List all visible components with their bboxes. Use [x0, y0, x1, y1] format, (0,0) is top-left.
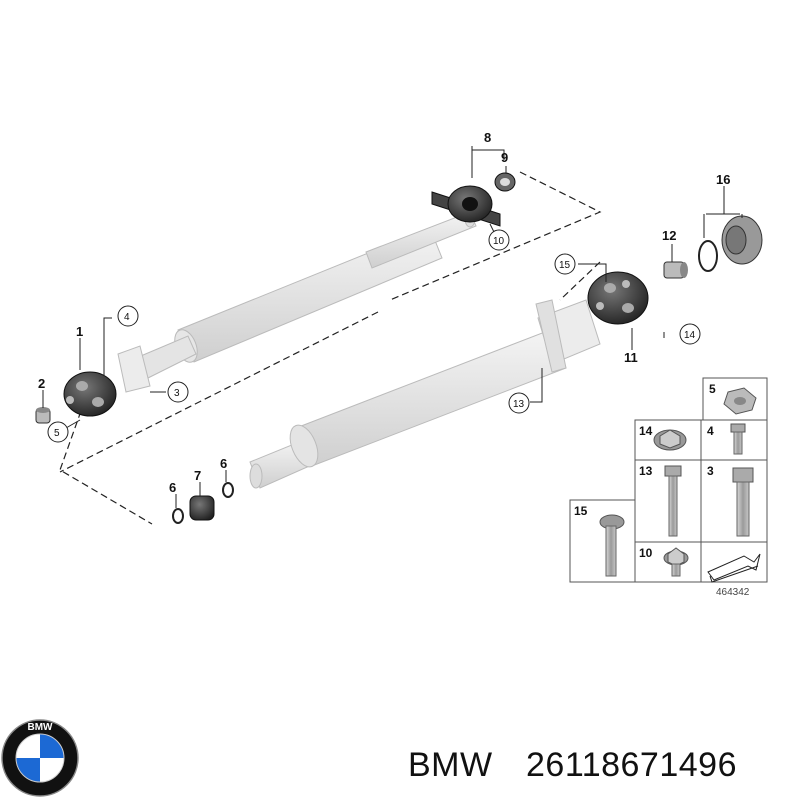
table-label-4: 4: [707, 424, 714, 438]
callout-8: 8: [484, 130, 491, 145]
dashed-assembly-lines: [59, 171, 602, 525]
table-label-14: 14: [639, 424, 653, 438]
flex-disc-rear: [587, 271, 649, 325]
short-bolt-icon: [730, 423, 746, 433]
long-bolt-icon: [664, 465, 682, 477]
callout-16: 16: [716, 172, 730, 187]
callout-9: 9: [501, 150, 508, 165]
callout-10-circle: [488, 229, 510, 251]
sealing-sleeve: [172, 482, 234, 524]
callout-1: 1: [76, 324, 83, 339]
logo-lettering: BMW: [28, 722, 54, 733]
callout-14: 14: [684, 330, 696, 341]
front-drive-shaft: [117, 210, 477, 393]
output-flange: [698, 215, 763, 272]
arrow-icon: [707, 553, 761, 581]
callout-3: 3: [174, 388, 180, 399]
table-label-13: 13: [639, 464, 653, 478]
table-label-15: 15: [574, 504, 588, 518]
leader-lines: [42, 146, 743, 508]
bmw-logo: BMW: [1, 719, 79, 797]
callout-10: 10: [493, 236, 505, 247]
hardware-items: [599, 387, 761, 583]
table-label-5: 5: [709, 382, 716, 396]
callout-6-left: 6: [169, 480, 176, 495]
callout-15: 15: [559, 260, 571, 271]
callout-5: 5: [54, 428, 60, 439]
centering-sleeve-rear: [663, 261, 688, 279]
diagram-reference-number: 464342: [716, 587, 750, 598]
callout-7: 7: [194, 468, 201, 483]
callout-13: 13: [513, 399, 525, 410]
callout-14-circle: [679, 323, 701, 345]
callout-11: 11: [624, 350, 638, 365]
table-label-3: 3: [707, 464, 714, 478]
callout-4: 4: [124, 312, 130, 323]
dust-ring: [494, 172, 516, 192]
callout-12: 12: [662, 228, 676, 243]
table-label-10: 10: [639, 546, 653, 560]
center-bearing: [431, 185, 501, 227]
callout-3-circle: [167, 381, 189, 403]
centering-sleeve: [35, 407, 51, 424]
hardware-labels: 5 14 4 13 3 15 10 464342: [574, 382, 750, 598]
callout-15-circle: [554, 253, 576, 275]
bolt-icon: [732, 467, 754, 483]
callout-4-circle: [117, 305, 139, 327]
callout-5-circle: [47, 421, 69, 443]
part-number: 26118671496: [526, 746, 737, 784]
brand-name: BMW: [408, 746, 493, 784]
flex-disc-front: [63, 371, 117, 417]
callout-labels: 1 2 4 3 5 8 9 10 15 12 16 11 14 13 6 7 6: [38, 130, 730, 495]
callout-6-right: 6: [220, 456, 227, 471]
callout-2: 2: [38, 376, 45, 391]
rear-drive-shaft: [249, 299, 601, 489]
callout-13-circle: [508, 392, 530, 414]
